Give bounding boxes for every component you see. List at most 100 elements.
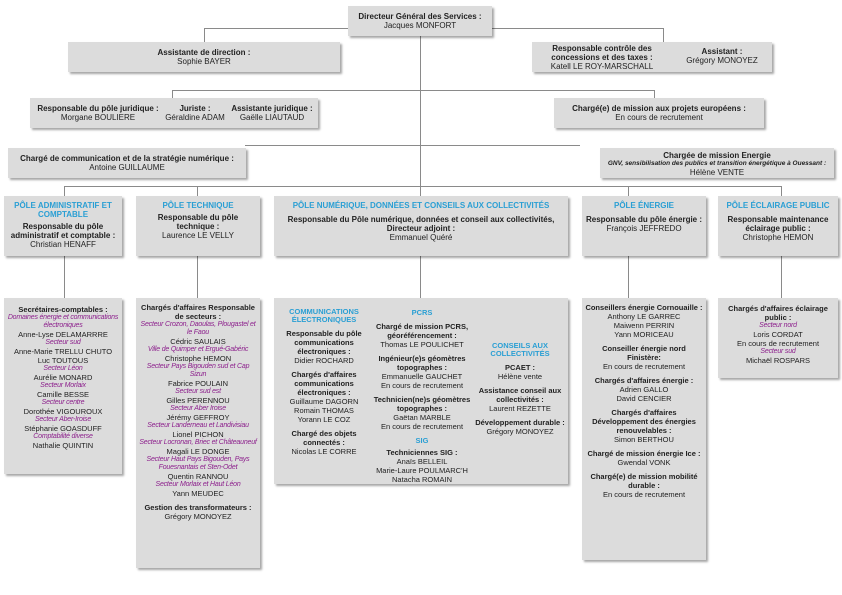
ce-ca-title: Chargés d'affaires communications électr… (291, 370, 357, 397)
pcrs-ing-title: Ingénieur(e)s géomètres topographes : (378, 354, 466, 372)
communication-title: Chargé de communication et de la stratég… (20, 154, 234, 163)
ce-header: COMMUNICATIONS ÉLECTRONIQUES (289, 307, 359, 324)
connector-line (663, 28, 664, 42)
energie-group-title: Chargé(e) de mission mobilité durable : (590, 472, 698, 490)
pole-energie-box: PÔLE ÉNERGIE Responsable du pôle énergie… (582, 196, 706, 256)
controle-block: Responsable contrôle des concessions et … (538, 44, 666, 71)
pcrs-mission-name: Thomas LE POULICHET (380, 340, 464, 349)
eclairage-member: En cours de recrutement (736, 339, 820, 348)
admin-member: Luc TOUTOUS (37, 356, 89, 365)
assistante-direction-name: Sophie BAYER (177, 57, 231, 66)
pole-num-name: Emmanuel Quéré (389, 233, 453, 242)
energie-member: En cours de recrutement (602, 362, 686, 371)
sig-title: Techniciennes SIG : (386, 448, 458, 457)
pole-admin-title: Responsable du pôle administratif et com… (10, 222, 116, 240)
ce-ca-name: Romain THOMAS (294, 406, 354, 415)
connector-line (420, 145, 580, 146)
connector-line (64, 186, 781, 187)
eclairage-sector: Secteur nord (759, 322, 797, 329)
pcrs-ing-name: Emmanuelle GAUCHET (381, 372, 463, 381)
connector-line (204, 28, 205, 42)
connector-line (420, 90, 654, 91)
pole-admin-box: PÔLE ADMINISTRATIF ET COMPTABLE Responsa… (4, 196, 122, 256)
connector-line (64, 256, 65, 298)
tech-member: Yann MEUDEC (172, 489, 224, 498)
admin-member: Nathalie QUINTIN (32, 441, 94, 450)
juridique-assist-title: Assistante juridique : (231, 104, 313, 113)
admin-sector: Secteur Léon (43, 365, 83, 372)
pole-eclairage-name: Christophe HEMON (742, 233, 814, 242)
tech-sector: Secteur Aber Iroise (170, 405, 226, 412)
connector-line (628, 256, 629, 298)
pcrs-tech-name: En cours de recrutement (380, 422, 464, 431)
energie-member: Anthony LE GARREC (607, 312, 681, 321)
ce-ca-name: Guillaume DAGORN (289, 397, 359, 406)
energie-mission-box: Chargée de mission Energie GNV, sensibil… (600, 148, 834, 178)
sig-name: Marie-Laure POULMARC'H (376, 466, 468, 475)
cac-assist-title: Assistance conseil aux collectivités : (478, 386, 562, 404)
admin-member: Dorothée VIGOUROUX (23, 407, 103, 416)
admin-member: Anne-Marie TRELLU CHUTO (13, 347, 113, 356)
juridique-box: Responsable du pôle juridique : Morgane … (30, 98, 318, 128)
cac-column: CONSEILS AUX COLLECTIVITÉS PCAET : Hélèn… (474, 342, 566, 437)
pcrs-ing-name: En cours de recrutement (380, 381, 464, 390)
cac-assist-name: Laurent REZETTE (489, 404, 551, 413)
controle-title: Responsable contrôle des concessions et … (551, 44, 653, 62)
controle-assistant-name: Grégory MONOYEZ (686, 56, 758, 65)
pcrs-header: PCRS (411, 308, 433, 317)
tech-sector: Secteur sud est (175, 388, 221, 395)
pcrs-mission-title: Chargé de mission PCRS, géoréférencement… (375, 322, 469, 340)
controle-box: Responsable contrôle des concessions et … (532, 42, 772, 72)
tech-member: Fabrice POULAIN (167, 379, 229, 388)
energie-member: Gwendal VONK (617, 458, 671, 467)
pcaet-name: Hélène vente (497, 372, 543, 381)
connector-line (197, 256, 198, 298)
dev-name: Grégory MONOYEZ (486, 427, 554, 436)
juriste-name: Géraldine ADAM (165, 113, 225, 122)
pole-admin-header: PÔLE ADMINISTRATIF ET COMPTABLE (14, 201, 112, 219)
juridique-assist-name: Gaëlle LIAUTAUD (239, 113, 305, 122)
tech-member: Magali LE DONGE (166, 447, 230, 456)
connector-line (245, 145, 420, 146)
pole-eclairage-title: Responsable maintenance éclairage public… (727, 215, 829, 233)
ce-obj-title: Chargé des objets connectés : (291, 429, 357, 447)
energie-group-title: Chargé de mission énergie Ice : (587, 449, 701, 458)
pole-eclairage-header: PÔLE ÉCLAIRAGE PUBLIC (726, 201, 830, 210)
connector-line (781, 186, 782, 196)
connector-line (172, 90, 173, 98)
juriste-block: Juriste : Géraldine ADAM (164, 104, 226, 122)
energie-member: Simon BERTHOU (614, 435, 674, 444)
admin-member: Aurélie MONARD (33, 373, 93, 382)
admin-member: Anne-Lyse DELAMARRRE (18, 330, 108, 339)
sig-name: Anaïs BELLEIL (396, 457, 448, 466)
ce-resp-title: Responsable du pôle communications élect… (286, 329, 362, 356)
pole-tech-box: PÔLE TECHNIQUE Responsable du pôle techn… (136, 196, 260, 256)
connector-line (204, 28, 420, 29)
tech-member: Gilles PERENNOU (166, 396, 230, 405)
transfo-name: Grégory MONOYEZ (164, 512, 232, 521)
connector-line (420, 28, 421, 268)
juridique-assist-block: Assistante juridique : Gaëlle LIAUTAUD (228, 104, 316, 122)
tech-member: Christophe HEMON (164, 354, 232, 363)
energie-member: David CENCIER (616, 394, 672, 403)
admin-sector: Comptabilité diverse (33, 433, 93, 440)
transfo-title: Gestion des transformateurs : (144, 503, 252, 512)
pole-num-header: PÔLE NUMÉRIQUE, DONNÉES ET CONSEILS AUX … (292, 201, 550, 210)
energie-group-title: Chargés d'affaires Développement des éne… (592, 408, 696, 435)
pole-tech-title: Responsable du pôle technique : (157, 213, 239, 231)
energie-member: Maiwenn PERRIN (613, 321, 675, 330)
tech-team-title: Chargés d'affaires Responsable de secteu… (141, 303, 255, 321)
tech-sector: Secteur Crozon, Daoulas, Plougastel et l… (140, 321, 256, 336)
connector-line (172, 90, 420, 91)
pole-admin-name: Christian HENAFF (30, 240, 96, 249)
admin-sector: Secteur Morlaix (40, 382, 86, 389)
energie-group-title: Chargés d'affaires énergie : (594, 376, 694, 385)
pole-num-title: Responsable du Pôle numérique, données e… (287, 215, 555, 233)
assistante-direction-title: Assistante de direction : (157, 48, 251, 57)
connector-line (64, 186, 65, 196)
energie-group-title: Conseiller énergie nord Finistère: (602, 344, 686, 362)
pcrs-column: PCRS Chargé de mission PCRS, géoréférenc… (370, 308, 474, 484)
energie-group-title: Conseillers énergie Cornouaille : (585, 303, 703, 312)
controle-assistant-title: Assistant : (701, 47, 743, 56)
europe-name: En cours de recrutement (615, 113, 703, 122)
